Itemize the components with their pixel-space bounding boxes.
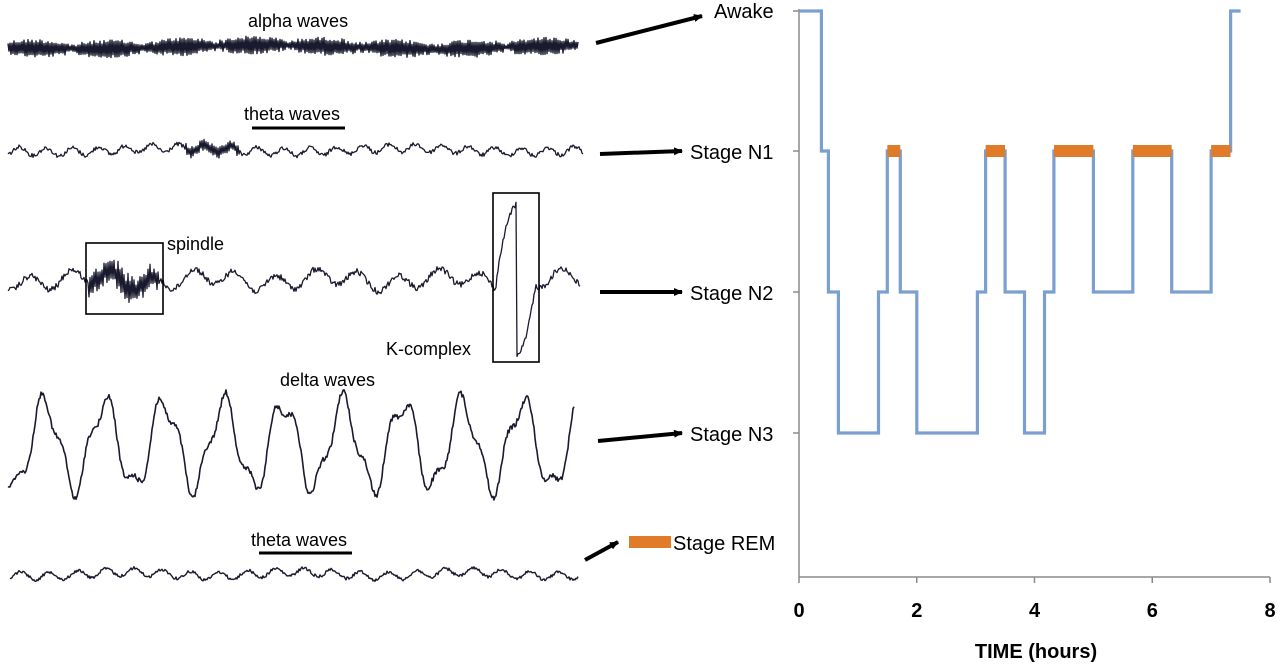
eeg-trace-theta-n1 (7, 138, 584, 159)
eeg-trace-alpha (7, 35, 579, 59)
rem-legend-swatch (629, 536, 671, 548)
stage-label-n2: Stage N2 (690, 283, 773, 305)
x-tick-label: 0 (793, 600, 804, 622)
rem-period-bar (1211, 145, 1231, 157)
x-tick-label: 8 (1264, 600, 1275, 622)
rem-legend-label: Stage REM (673, 533, 775, 555)
arrow-stage-n3 (597, 429, 683, 443)
k-complex-label: K-complex (386, 339, 471, 359)
arrow-awake (595, 14, 703, 45)
x-axis-ticks: 0 2 4 6 8 (793, 577, 1276, 622)
stage-label-n3: Stage N3 (690, 424, 773, 446)
eeg-trace-delta (7, 389, 575, 501)
rem-period-bar (887, 145, 901, 157)
rem-period-bar (985, 145, 1006, 157)
stage-label-n1: Stage N1 (690, 142, 773, 164)
eeg-trace-n2 (7, 201, 581, 358)
arrow-stage-rem (584, 540, 619, 562)
x-tick-label: 2 (911, 600, 922, 622)
k-complex-box (492, 192, 540, 363)
x-axis-title: TIME (hours) (975, 641, 1097, 663)
eeg-trace-rem (9, 566, 579, 582)
hypnogram-chart: 0 2 4 6 8 TIME (hours) (793, 9, 1276, 663)
theta-waves-label-rem: theta waves (251, 530, 347, 550)
delta-waves-label: delta waves (280, 370, 375, 390)
eeg-traces-panel (7, 35, 584, 582)
x-tick-label: 6 (1147, 600, 1158, 622)
hypnogram-series-line (799, 9, 1241, 435)
spindle-label: spindle (167, 234, 224, 254)
rem-period-bar (1132, 145, 1172, 157)
y-axis-ticks (793, 10, 799, 434)
rem-period-bar (1053, 145, 1094, 157)
theta-waves-label-n1: theta waves (244, 104, 340, 124)
alpha-waves-label: alpha waves (248, 11, 348, 31)
arrow-stage-n1 (599, 147, 683, 156)
spindle-box (85, 242, 164, 315)
stage-label-awake: Awake (714, 1, 774, 23)
x-tick-label: 4 (1029, 600, 1041, 622)
rem-periods (887, 145, 1231, 157)
